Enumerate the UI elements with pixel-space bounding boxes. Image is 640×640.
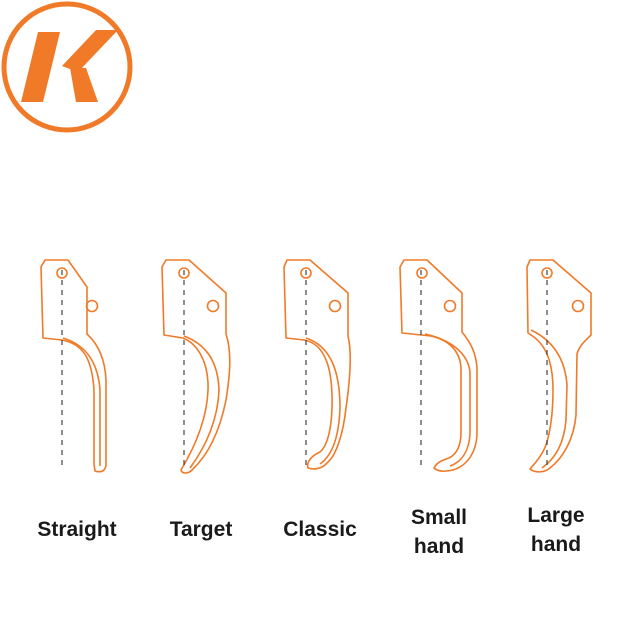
- trigger-target-shape: [161, 259, 231, 474]
- label-large-hand: Large hand: [527, 504, 585, 556]
- brand-logo-icon: [1, 1, 133, 133]
- label-classic: Classic: [283, 518, 357, 541]
- trigger-shapes-diagram: [40, 259, 592, 474]
- label-target: Target: [169, 518, 233, 541]
- label-straight: Straight: [37, 518, 117, 541]
- trigger-classic-shape: [283, 259, 351, 470]
- trigger-straight-shape: [40, 259, 107, 473]
- label-small-hand: Small hand: [410, 506, 468, 558]
- trigger-small-hand-shape: [399, 259, 478, 472]
- trigger-large-hand-shape: [526, 259, 592, 473]
